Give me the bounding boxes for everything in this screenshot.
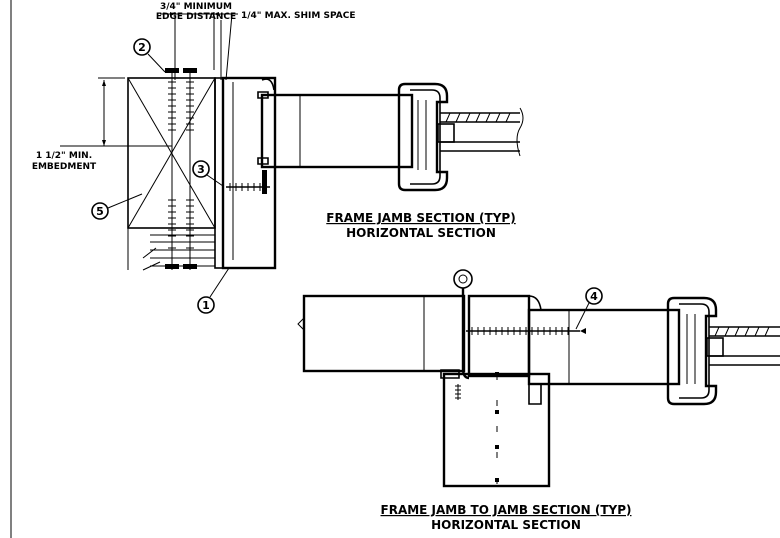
edge-distance-label-line1: 3/4" MINIMUM <box>160 2 232 12</box>
jamb-to-jamb-section-detail: 4 FRAME JAMB TO JAMB SECTION (TYP) HORIZ… <box>297 269 780 532</box>
embedment-label-line2: EMBEDMENT <box>32 162 97 172</box>
right-sash-profile <box>666 296 718 406</box>
jamb-frame <box>467 294 531 378</box>
section2-title: FRAME JAMB TO JAMB SECTION (TYP) <box>381 503 632 517</box>
section2-subtitle: HORIZONTAL SECTION <box>431 518 581 532</box>
shim-space-leader <box>225 13 238 81</box>
callout-5: 5 <box>91 193 143 220</box>
frame-jamb-section-detail: 3/4" MINIMUM EDGE DISTANCE 1/4" MAX. SHI… <box>32 2 524 314</box>
glass-pane <box>437 107 524 157</box>
callout-1: 1 <box>197 267 230 314</box>
svg-text:3: 3 <box>197 163 205 176</box>
svg-text:2: 2 <box>138 41 146 54</box>
frame-fastener <box>226 170 270 194</box>
left-frame-rail <box>302 294 466 373</box>
shim-space-label: 1/4" MAX. SHIM SPACE <box>241 11 355 21</box>
embedment-label-line1: 1 1/2" MIN. <box>36 151 92 161</box>
masonry-anchors <box>165 68 197 270</box>
right-frame-rail <box>527 308 681 386</box>
section1-title: FRAME JAMB SECTION (TYP) <box>326 211 515 225</box>
masonry-substrate-lines <box>127 228 215 270</box>
right-glass-pane <box>706 326 780 366</box>
edge-distance-label-line2: EDGE DISTANCE <box>156 12 236 22</box>
svg-text:5: 5 <box>96 205 104 218</box>
section1-subtitle: HORIZONTAL SECTION <box>346 226 496 240</box>
callout-2: 2 <box>133 38 166 73</box>
anchor-clip-with-eyelet <box>440 269 473 400</box>
svg-text:4: 4 <box>590 290 598 303</box>
svg-text:1: 1 <box>202 299 210 312</box>
frame-jamb <box>221 76 277 270</box>
callout-3: 3 <box>192 160 224 187</box>
frame-rail <box>260 93 414 169</box>
callout-4: 4 <box>575 287 603 330</box>
jamb-screw <box>466 327 586 335</box>
sash-profile <box>397 82 449 192</box>
